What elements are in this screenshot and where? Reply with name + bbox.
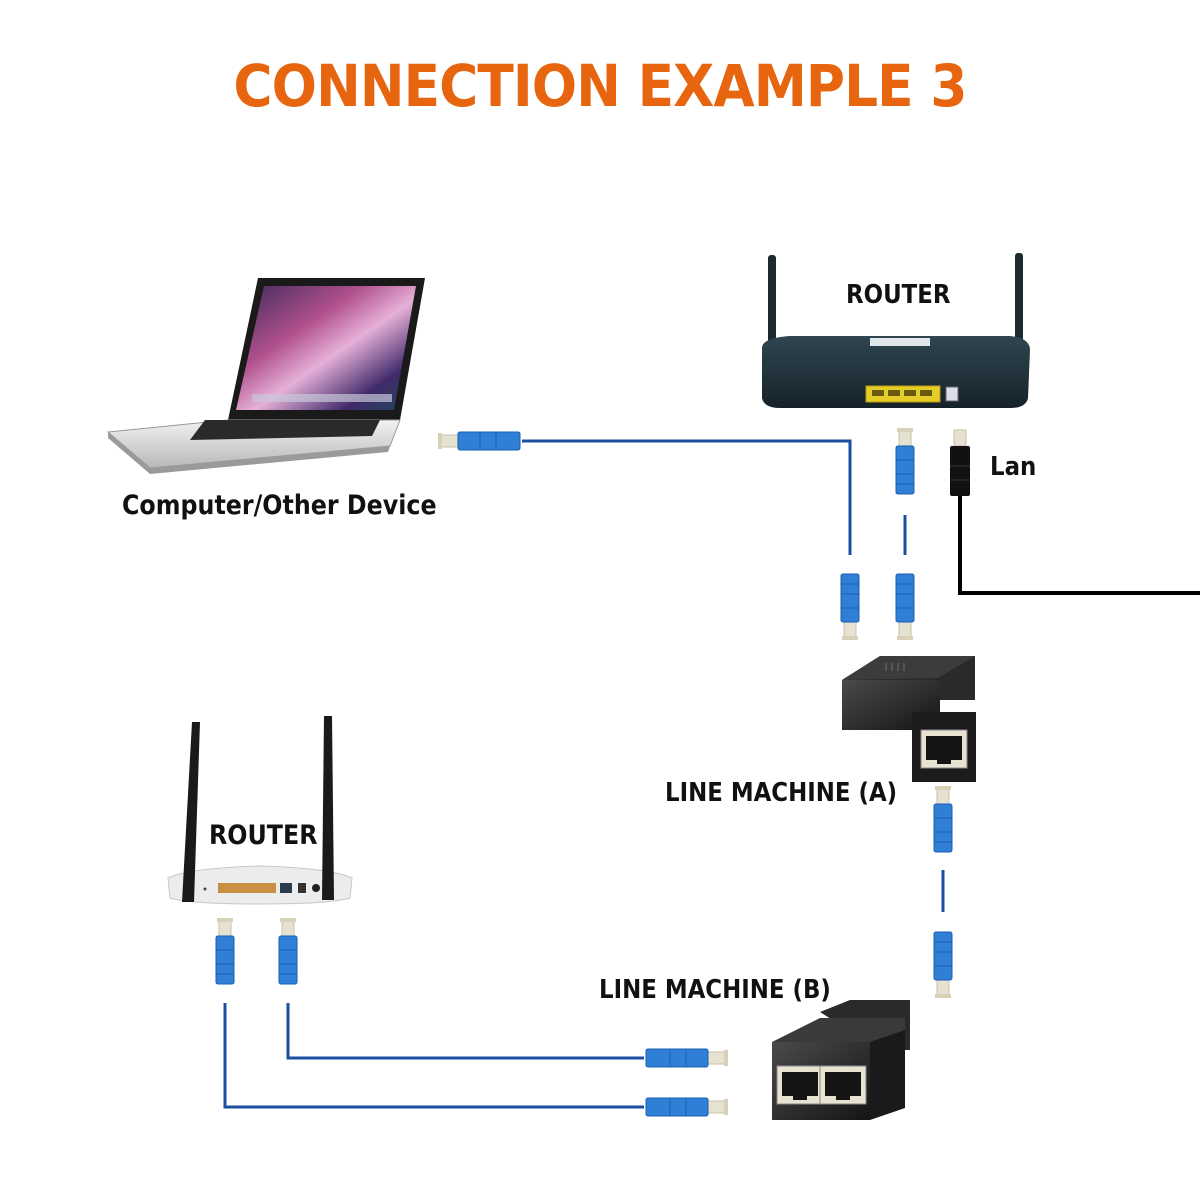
rj45-plug-icon <box>895 427 915 495</box>
main-router-label: ROUTER <box>846 280 951 310</box>
rj45-splitter-single-icon <box>842 656 976 782</box>
lan-port-label: Lan <box>990 452 1037 482</box>
rj45-plug-icon <box>933 785 953 853</box>
diagram-title: CONNECTION EXAMPLE 3 <box>233 52 967 120</box>
rj45-plug-icon <box>215 917 235 985</box>
secondary-router-label: ROUTER <box>209 820 318 851</box>
rj45-splitter-dual-icon <box>772 1000 910 1120</box>
cable-line-machine-b-to-router-2 <box>223 1003 644 1109</box>
rj45-plug-icon <box>933 931 953 999</box>
rj45-plug-icon <box>437 431 521 451</box>
rj45-plug-icon <box>645 1048 729 1068</box>
laptop-label: Computer/Other Device <box>122 490 437 521</box>
rj45-plug-icon <box>895 573 915 641</box>
cable-lan-external <box>958 495 1200 595</box>
line-machine-a-label: LINE MACHINE (A) <box>665 778 898 808</box>
cable-laptop-to-line-machine-a <box>522 439 852 555</box>
rj45-plug-icon <box>645 1097 729 1117</box>
rj45-plug-black-icon <box>950 429 970 496</box>
laptop-icon <box>106 278 425 474</box>
line-machine-b-label: LINE MACHINE (B) <box>599 975 831 1005</box>
rj45-plug-icon <box>840 573 860 641</box>
router-white-icon <box>167 716 353 905</box>
cable-line-machine-b-to-router-1 <box>286 1003 644 1060</box>
rj45-plug-icon <box>278 917 298 985</box>
router-dark-icon <box>762 253 1030 408</box>
